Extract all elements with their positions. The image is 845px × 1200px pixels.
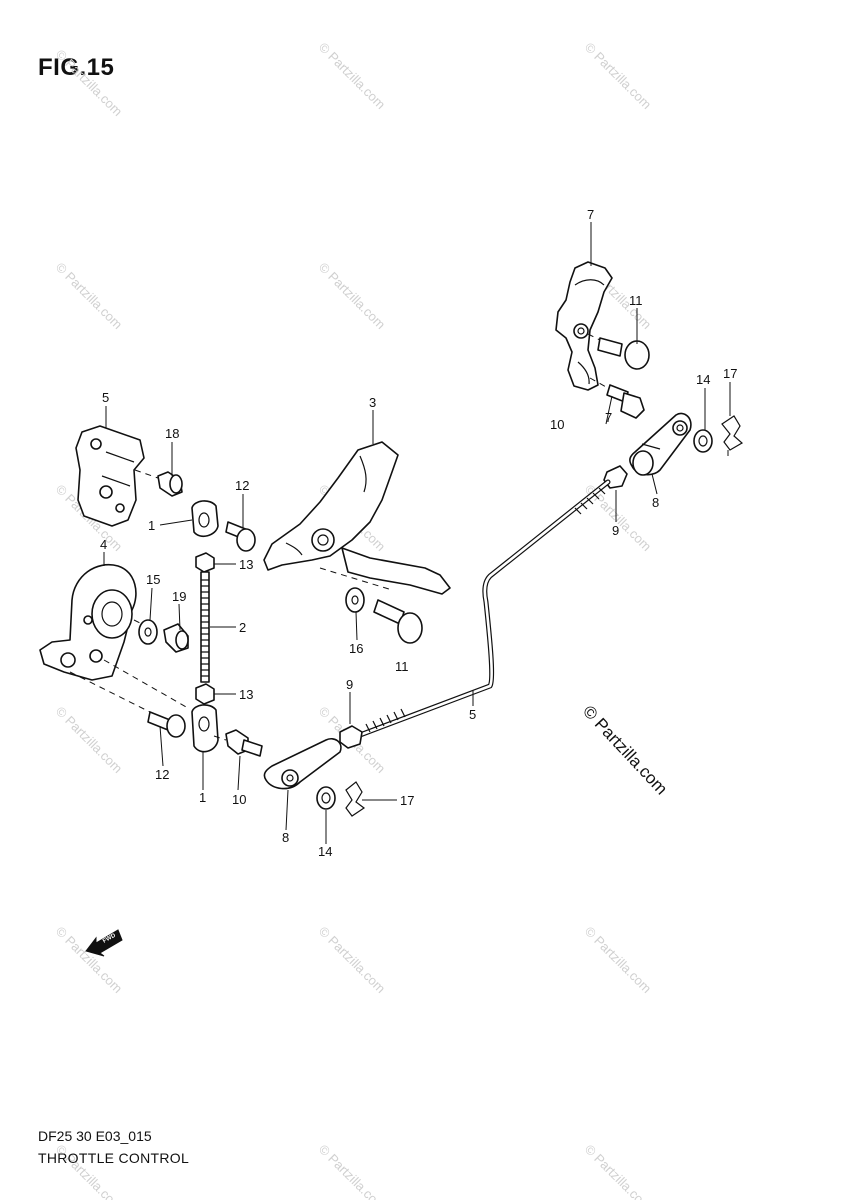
callout: 4 [100, 537, 107, 552]
part-10-stud-upper [589, 377, 645, 419]
callout: 19 [172, 589, 186, 604]
callout: 9 [612, 523, 619, 538]
callout: 2 [239, 620, 246, 635]
part-8-link-upper [629, 412, 692, 476]
callout: 16 [349, 641, 363, 656]
callout: 13 [239, 687, 253, 702]
part-17-clip-lower [345, 781, 366, 817]
callout: 10 [550, 417, 564, 432]
callout-labels: 7 11 10 7 14 17 8 9 3 5 18 4 12 1 13 2 1… [100, 207, 737, 859]
callout: 17 [723, 366, 737, 381]
part-13-nut-lower [195, 683, 215, 705]
part-19-bolt [163, 623, 189, 653]
callout: 9 [346, 677, 353, 692]
part-12-screw-upper [225, 521, 256, 552]
watermark: © Partzilla.com [316, 1142, 389, 1200]
callout: 18 [165, 426, 179, 441]
watermark: © Partzilla.com [53, 704, 126, 777]
part-13-nut-upper [195, 552, 215, 573]
watermark: © Partzilla.com [316, 40, 389, 113]
callout: 11 [629, 293, 643, 308]
part-11-bolt-lower [319, 567, 423, 644]
part-17-clip-upper [721, 415, 744, 460]
part-11-bolt-upper [587, 333, 650, 370]
callout: 1 [199, 790, 206, 805]
part-4-mount [39, 563, 189, 713]
leader-lines [103, 222, 731, 844]
part-5-bracket [75, 425, 159, 527]
figure-title: FIG.15 [38, 54, 115, 81]
part-14-washer-lower [316, 786, 336, 810]
watermark: © Partzilla.com [582, 924, 655, 997]
callout: 12 [235, 478, 249, 493]
watermark: © Partzilla.com [316, 260, 389, 333]
part-12-screw-lower [147, 711, 186, 738]
part-3-lever [263, 441, 451, 595]
callout: 10 [232, 792, 246, 807]
callout: 5 [469, 707, 476, 722]
callout: 8 [652, 495, 659, 510]
callout: 5 [102, 390, 109, 405]
part-16-washer [345, 587, 365, 613]
part-15-washer [138, 619, 158, 645]
part-14-washer-upper [693, 429, 713, 453]
callout: 8 [282, 830, 289, 845]
model-code: DF25 30 E03_015 [38, 1128, 152, 1144]
callout: 1 [148, 518, 155, 533]
callout: 15 [146, 572, 160, 587]
watermark: © Partzilla.com [53, 260, 126, 333]
diagram-title: THROTTLE CONTROL [38, 1150, 190, 1166]
callout: 14 [318, 844, 332, 859]
part-2-threaded-rod [200, 571, 210, 683]
part-9-nut-lower [339, 725, 363, 749]
watermark: © Partzilla.com [582, 40, 655, 113]
callout: 13 [239, 557, 253, 572]
part-1-joint-upper [191, 500, 219, 538]
watermark: © Partzilla.com [316, 924, 389, 997]
fwd-arrow-icon: FWD [85, 929, 123, 957]
callout: 12 [155, 767, 169, 782]
part-8-link-lower [263, 737, 342, 790]
watermark-large: © Partzilla.com [579, 702, 671, 799]
callout: 7 [587, 207, 594, 222]
watermark: © Partzilla.com [53, 47, 126, 120]
callout: 7 [605, 410, 612, 425]
part-6-rod [357, 479, 611, 738]
part-1-joint-lower [191, 704, 219, 753]
callout: 3 [369, 395, 376, 410]
callout: 14 [696, 372, 710, 387]
callout: 11 [395, 659, 409, 674]
part-7-bracket [555, 261, 613, 391]
part-18-bolt [157, 471, 183, 497]
callout: 17 [400, 793, 414, 808]
watermark: © Partzilla.com [582, 1142, 655, 1200]
watermark-layer: © Partzilla.com © Partzilla.com © Partzi… [53, 40, 655, 1200]
part-10-stud-lower [213, 729, 263, 757]
